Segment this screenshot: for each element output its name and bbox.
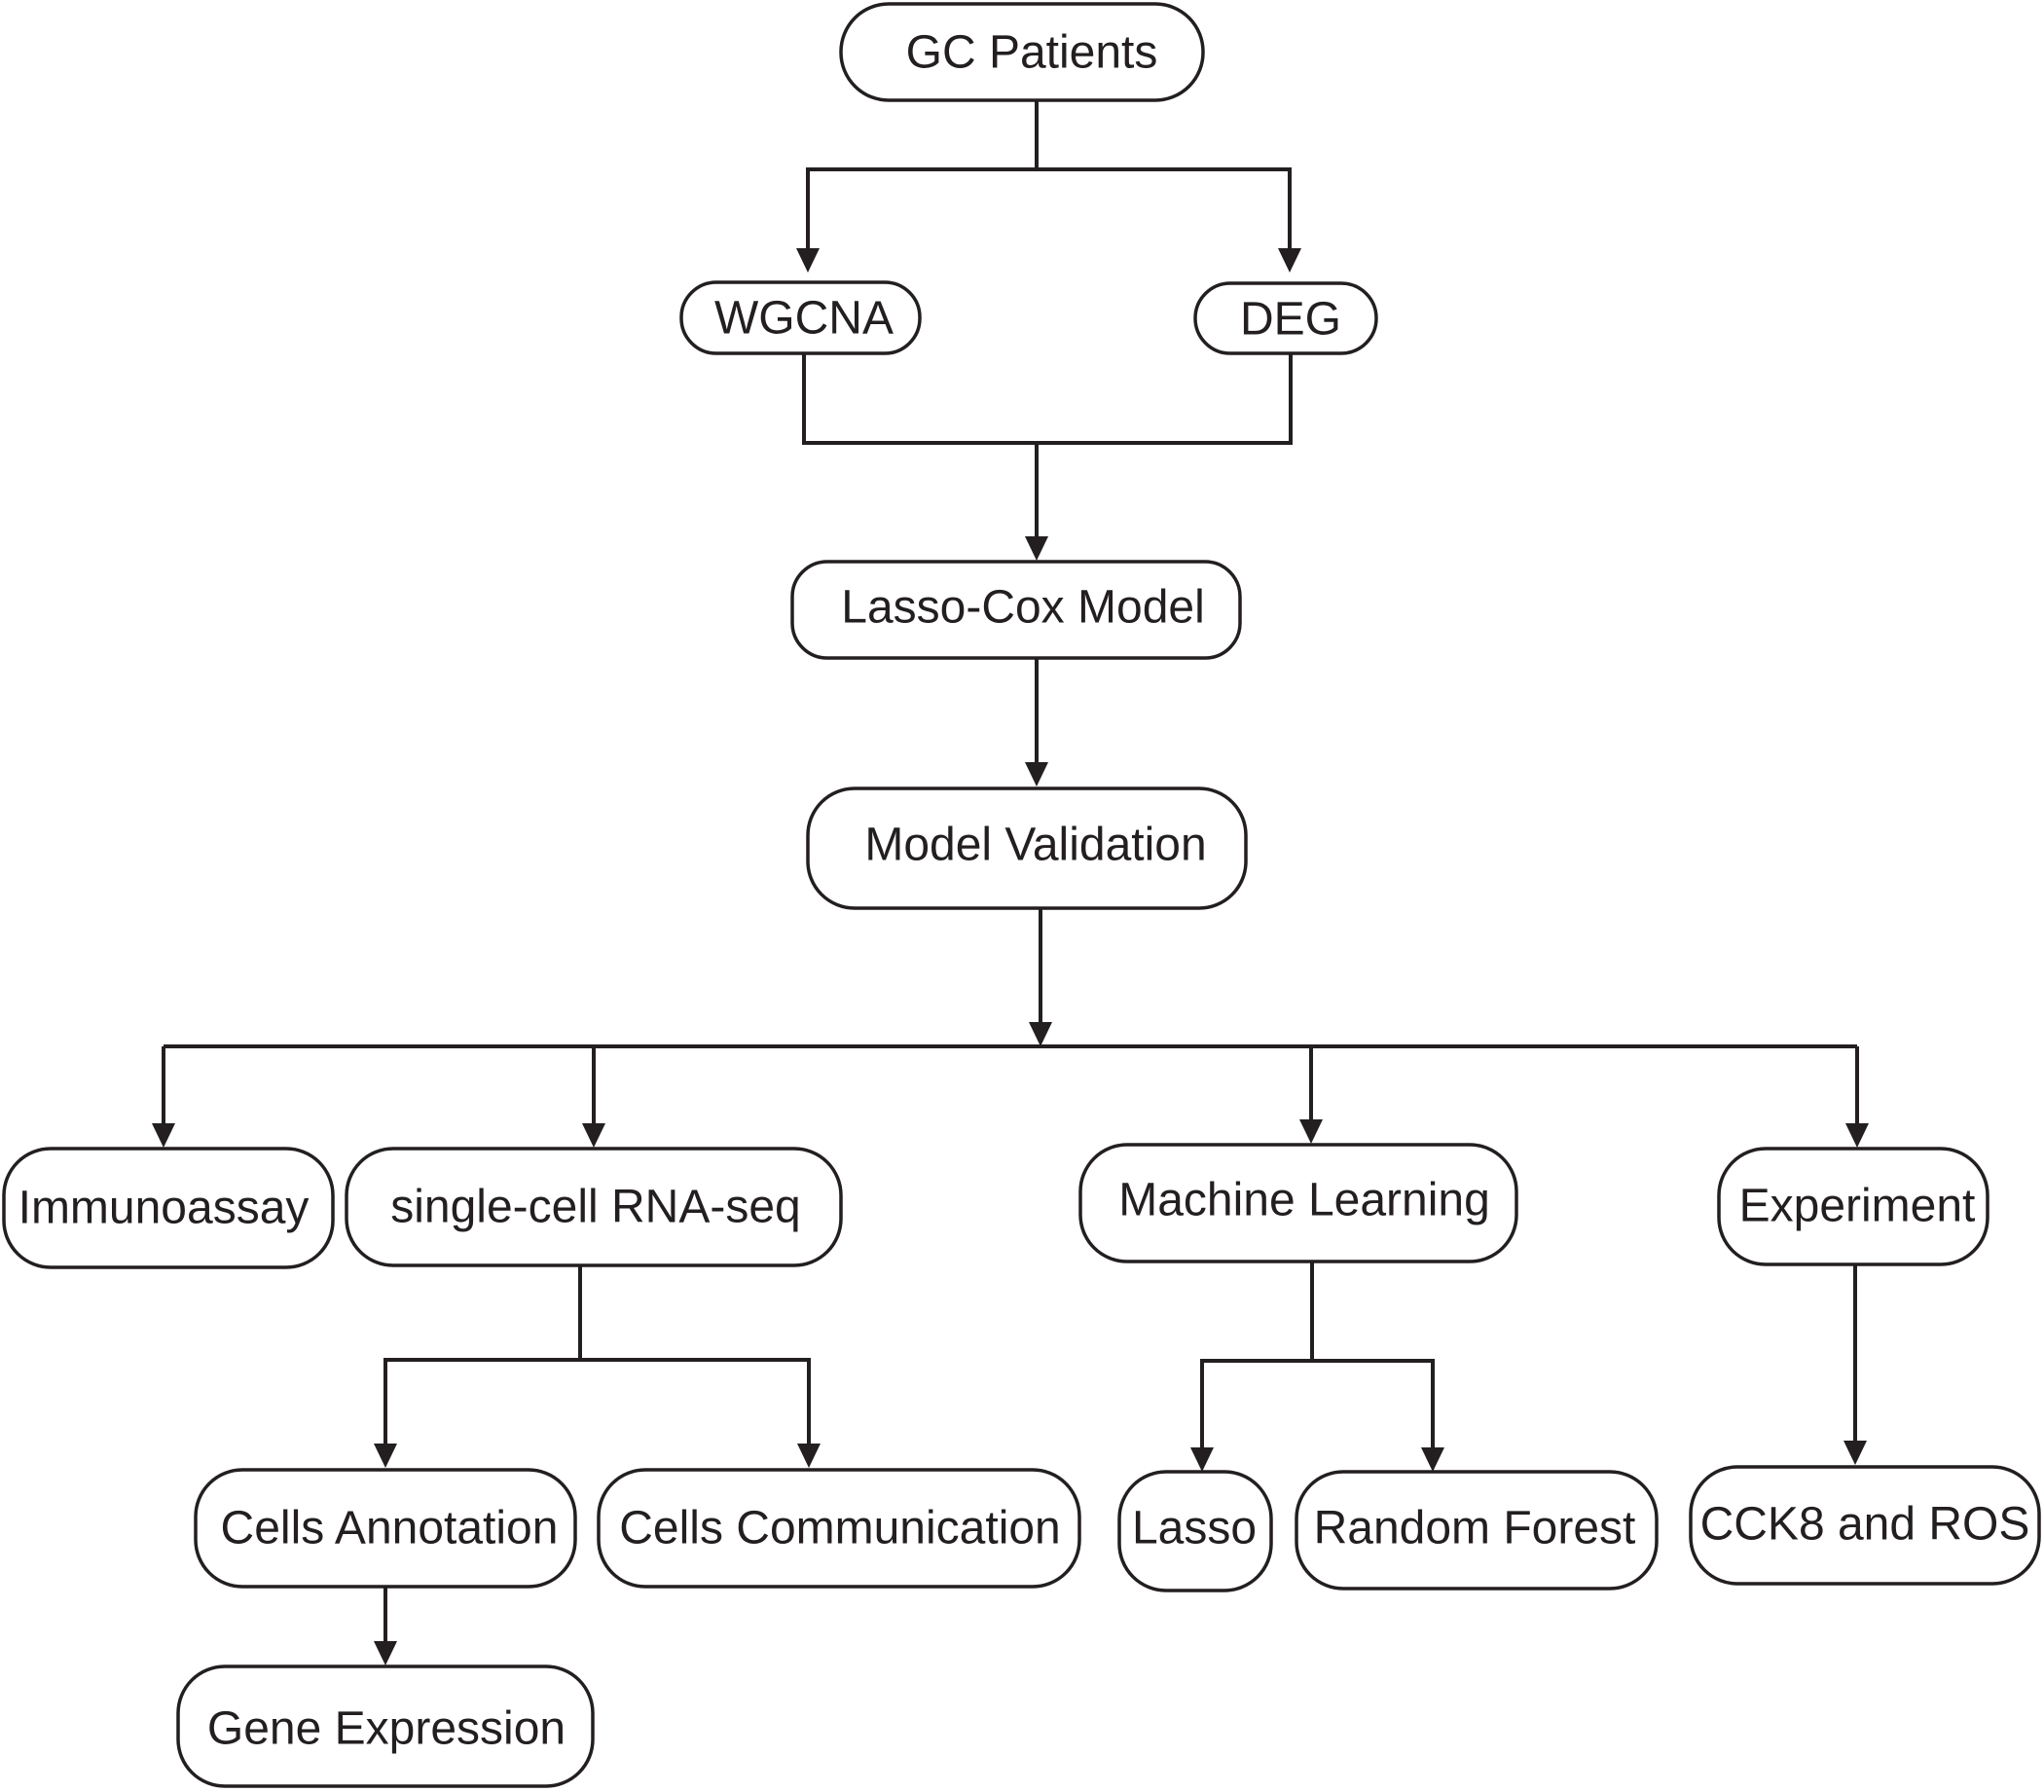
node-gene-expression: Gene Expression (176, 1664, 595, 1788)
edge-single-cell-to-cells-annotation (383, 1265, 582, 1444)
node-gc-patients: GC Patients (839, 2, 1205, 102)
edge-wgcna-to-lasso-cox-model (802, 354, 1037, 445)
node-cells-annotation: Cells Annotation (194, 1468, 577, 1589)
arrow-to-random-forest (1421, 1447, 1444, 1472)
node-cells-communication-label: Cells Communication (619, 1503, 1061, 1554)
arrow-to-cck8-and-ros (1843, 1441, 1867, 1465)
edge-machine-learning-to-lasso (1200, 1262, 1314, 1447)
arrow-to-cells-annotation (374, 1444, 397, 1468)
node-experiment-label: Experiment (1739, 1181, 1976, 1232)
arrow-to-single-cell-rna-seq (582, 1123, 605, 1148)
arrow-to-cells-communication (797, 1444, 821, 1468)
node-cck8-and-ros-label: CCK8 and ROS (1700, 1499, 2030, 1551)
arrow-to-wgcna (796, 248, 820, 273)
node-lasso: Lasso (1117, 1470, 1273, 1592)
arrow-to-immunoassay (152, 1123, 175, 1148)
node-gene-expression-label: Gene Expression (207, 1703, 566, 1755)
node-cells-communication: Cells Communication (597, 1468, 1081, 1589)
node-machine-learning-label: Machine Learning (1118, 1175, 1490, 1226)
arrow-to-branch (1029, 1022, 1052, 1046)
edge-single-cell-to-cells-communication (580, 1358, 811, 1444)
edge-gc-patients-to-wgcna (806, 100, 1039, 248)
node-cck8-and-ros: CCK8 and ROS (1689, 1465, 2041, 1586)
node-machine-learning: Machine Learning (1078, 1143, 1518, 1263)
connectors (152, 100, 1869, 1665)
node-single-cell-rna-seq: single-cell RNA-seq (345, 1147, 843, 1267)
node-experiment: Experiment (1717, 1147, 1989, 1266)
node-gc-patients-label: GC Patients (906, 27, 1158, 79)
node-deg: DEG (1193, 281, 1378, 355)
node-immunoassay: Immunoassay (2, 1147, 335, 1269)
node-cells-annotation-label: Cells Annotation (221, 1503, 559, 1554)
node-wgcna: WGCNA (679, 280, 922, 355)
node-lasso-cox-model: Lasso-Cox Model (790, 560, 1242, 660)
edge-deg-to-lasso-cox-model (1037, 354, 1293, 445)
node-single-cell-rna-seq-label: single-cell RNA-seq (390, 1182, 800, 1233)
arrow-to-model-validation (1025, 762, 1048, 786)
node-lasso-cox-model-label: Lasso-Cox Model (841, 582, 1205, 634)
node-random-forest: Random Forest (1295, 1470, 1659, 1591)
node-immunoassay-label: Immunoassay (18, 1183, 310, 1234)
edge-gc-patients-to-deg (1037, 167, 1292, 248)
node-wgcna-label: WGCNA (714, 293, 894, 345)
node-random-forest-label: Random Forest (1314, 1503, 1636, 1554)
edge-machine-learning-to-random-forest (1312, 1359, 1435, 1447)
arrow-to-machine-learning (1299, 1119, 1323, 1144)
node-model-validation-label: Model Validation (864, 820, 1206, 871)
arrow-to-lasso-cox-model (1025, 536, 1048, 561)
node-lasso-label: Lasso (1132, 1503, 1257, 1554)
arrow-to-lasso (1190, 1447, 1214, 1472)
arrow-to-gene-expression (374, 1641, 397, 1665)
arrow-to-deg (1278, 248, 1301, 273)
node-deg-label: DEG (1240, 294, 1341, 346)
node-model-validation: Model Validation (806, 786, 1248, 910)
arrow-to-experiment (1845, 1123, 1869, 1148)
